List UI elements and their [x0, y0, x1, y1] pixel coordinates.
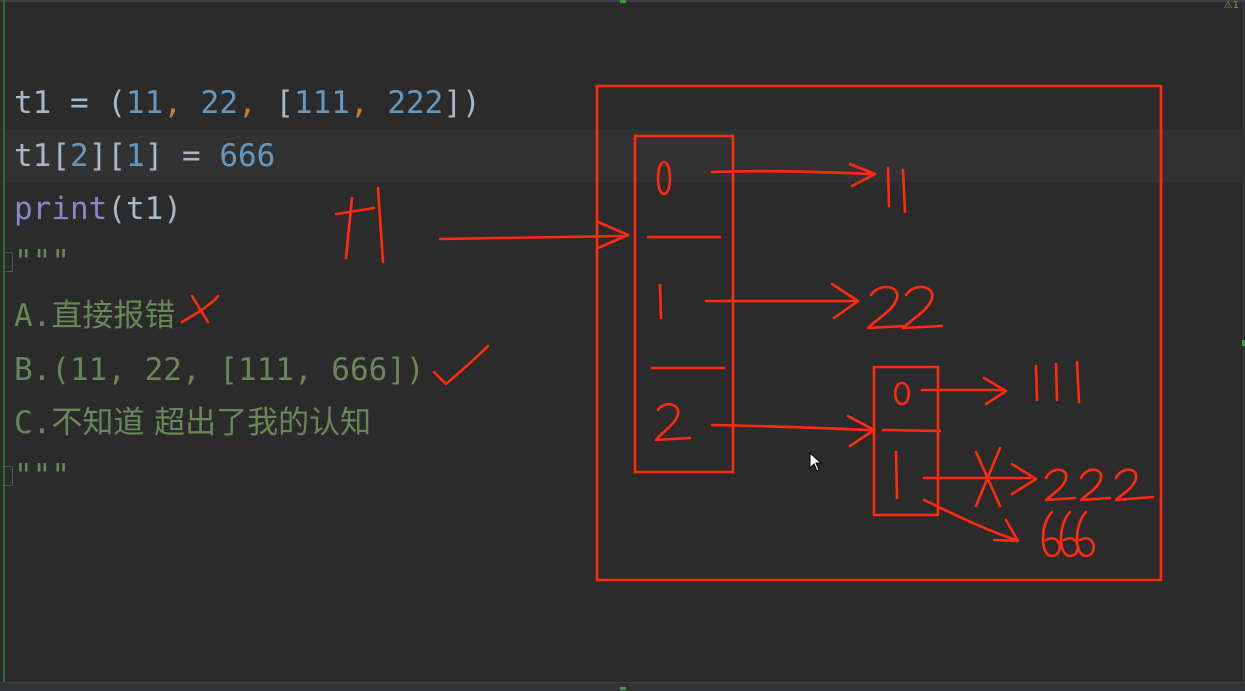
glyph-2: [654, 402, 692, 442]
check-mark: [432, 344, 490, 386]
horizontal-scrollbar[interactable]: [0, 682, 1245, 691]
cross-mark: [974, 446, 1002, 508]
warning-icon: ⚠: [1223, 0, 1233, 11]
glyph-22: [866, 285, 944, 330]
bracket-close: ]): [443, 85, 481, 121]
index-literal: 1: [126, 138, 145, 174]
number-literal: 22: [200, 85, 238, 121]
option-b[interactable]: B.(11, 22, [111, 666]): [14, 352, 425, 388]
assign-operator: ] =: [144, 138, 220, 174]
option-a-text: 直接报错: [51, 298, 176, 334]
glyph-111: [1034, 360, 1081, 404]
list-divider: [881, 428, 942, 433]
outer-frame: [595, 84, 1163, 582]
glyph-222: [1044, 468, 1155, 502]
arrow-to-222: [922, 462, 1038, 496]
number-literal: 666: [219, 138, 276, 174]
option-c[interactable]: C.不知道 超出了我的认知: [14, 403, 371, 443]
arrow-to-22: [704, 282, 860, 320]
arrow-to-list: [710, 414, 876, 448]
index-literal: 2: [70, 138, 89, 174]
arrow-to-11: [710, 162, 877, 188]
number-literal: 222: [387, 85, 444, 121]
current-line-highlight: [6, 130, 1242, 182]
fold-marker-close[interactable]: [4, 466, 13, 486]
fold-marker-open[interactable]: [4, 252, 13, 272]
label-t1-glyph: [334, 186, 385, 264]
variable-name: t1: [14, 85, 52, 121]
glyph-666: [1041, 510, 1095, 558]
bracket-open: [: [275, 85, 294, 121]
right-scroll-marker: [1242, 340, 1245, 346]
call-arguments: (t1): [107, 191, 182, 227]
gutter-change-marker: [3, 0, 5, 691]
glyph-11: [886, 166, 907, 214]
option-a[interactable]: A.直接报错: [14, 296, 175, 336]
mouse-cursor-icon: [809, 452, 823, 472]
docstring-close[interactable]: """: [14, 458, 70, 494]
bracket-pair: ][: [88, 138, 126, 174]
arrow-to-666: [922, 498, 1020, 543]
builtin-print: print: [14, 191, 108, 227]
arrow-head: [596, 220, 630, 250]
option-c-prefix: C.: [14, 405, 52, 441]
comma: ,: [237, 85, 276, 121]
comma: ,: [349, 85, 388, 121]
variable-name: t1[: [14, 138, 70, 174]
code-line-1[interactable]: t1 = (11, 22, [111, 222]): [14, 83, 481, 123]
glyph-0: [656, 160, 672, 196]
glyph-list-1: [894, 450, 899, 500]
comma: ,: [163, 85, 201, 121]
inspection-widget[interactable]: ⚠1: [1224, 0, 1239, 11]
arrow-t1-to-tuple: [438, 234, 624, 241]
code-line-2[interactable]: t1[2][1] = 666: [14, 136, 275, 176]
list-box: [872, 365, 940, 517]
number-literal: 111: [293, 85, 350, 121]
glyph-list-0: [893, 381, 911, 406]
code-line-3[interactable]: print(t1): [14, 189, 182, 229]
warning-count: 1: [1232, 0, 1239, 11]
tuple-box: [633, 134, 735, 474]
glyph-1: [658, 283, 663, 320]
bottom-scroll-marker: [620, 687, 626, 690]
docstring-open[interactable]: """: [14, 244, 70, 280]
wrong-mark: [180, 294, 220, 324]
paren-open: (: [107, 85, 126, 121]
option-c-text: 不知道 超出了我的认知: [51, 405, 372, 441]
option-a-prefix: A.: [14, 298, 52, 334]
number-literal: 11: [126, 85, 164, 121]
top-scroll-marker: [620, 0, 626, 3]
arrow-to-111: [920, 376, 1008, 406]
assign-operator: =: [51, 85, 108, 121]
